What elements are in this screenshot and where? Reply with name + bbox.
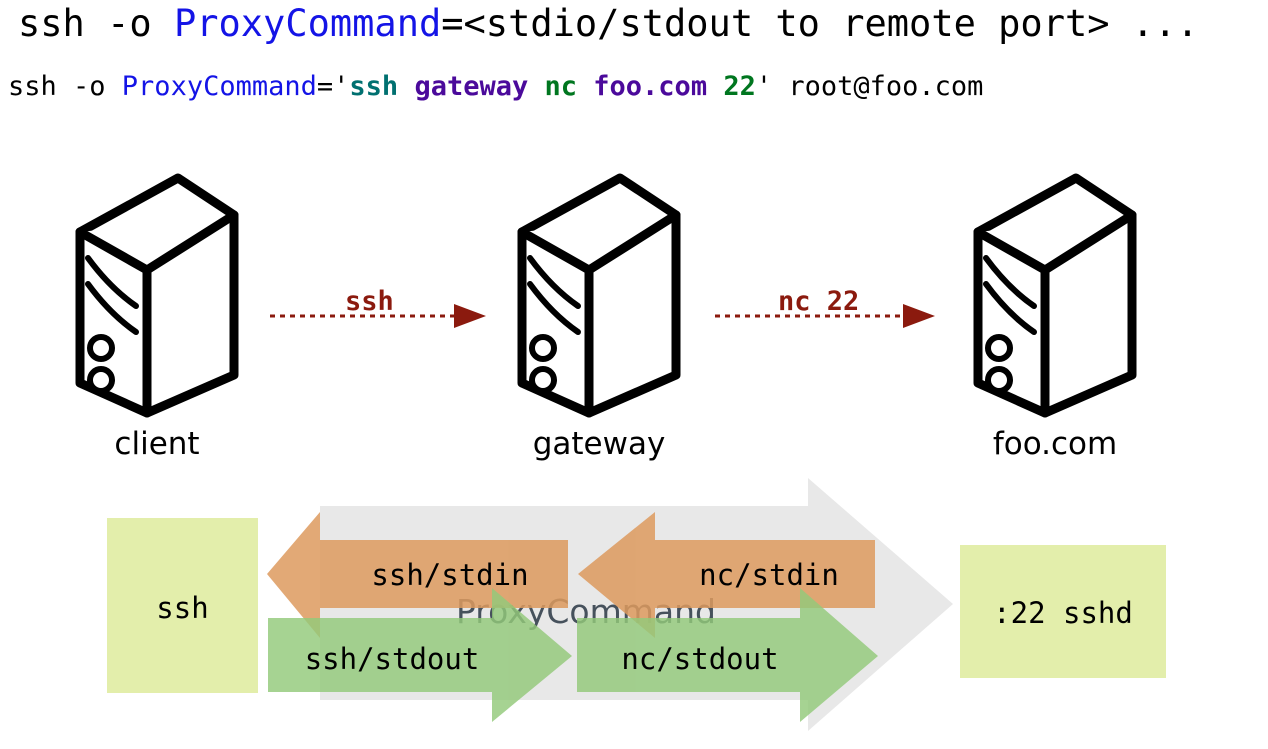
command-title-line: ssh -o ProxyCommand=<stdio/stdout to rem… — [18, 2, 1199, 46]
sub-seg-0: ssh -o — [8, 71, 122, 102]
node-gateway-label: gateway — [532, 426, 666, 462]
title-seg-0: ssh -o — [18, 2, 174, 45]
connection-client-to-gateway — [270, 300, 490, 336]
arrow-nc-stdin-label: nc/stdin — [699, 558, 839, 592]
node-foo-com: foo.com — [950, 170, 1160, 462]
sub-seg-3: ssh — [349, 71, 399, 102]
arrow-nc-stdout — [577, 588, 878, 722]
connection-gateway-to-foo — [715, 300, 940, 336]
title-seg-2: =<stdio/stdout to remote port> ... — [441, 2, 1199, 45]
sub-seg-12: ' root@foo.com — [755, 71, 984, 102]
sub-seg-7: nc — [544, 71, 578, 102]
proxycommand-pipeline-diagram: ProxyCommand ssh :22 sshd ssh/stdin nc/s… — [0, 460, 1268, 749]
arrow-nc-stdout-label: nc/stdout — [621, 642, 779, 676]
sub-seg-8 — [577, 71, 593, 102]
title-seg-1: ProxyCommand — [173, 2, 442, 45]
endpoint-box-ssh — [107, 518, 258, 693]
endpoint-box-sshd — [960, 545, 1166, 678]
sub-seg-5: gateway — [414, 71, 529, 102]
sub-seg-6 — [528, 71, 544, 102]
endpoint-box-ssh-label: ssh — [156, 591, 209, 625]
sub-seg-2: =' — [316, 71, 350, 102]
sub-seg-1: ProxyCommand — [121, 71, 317, 102]
endpoint-box-sshd-label: :22 sshd — [993, 596, 1133, 630]
server-tower-icon — [950, 170, 1160, 424]
arrow-ssh-stdout — [268, 588, 572, 722]
connection-gateway-to-foo-label: nc 22 — [778, 286, 860, 317]
connection-client-to-gateway-label: ssh — [345, 286, 394, 317]
sub-seg-9: foo.com — [593, 71, 708, 102]
sub-seg-11: 22 — [723, 71, 756, 102]
node-client-label: client — [114, 426, 200, 462]
server-tower-icon — [494, 170, 704, 424]
server-tower-icon — [52, 170, 262, 424]
sub-seg-10 — [707, 71, 723, 102]
arrow-ssh-stdin-label: ssh/stdin — [371, 558, 529, 592]
node-gateway: gateway — [494, 170, 704, 462]
sub-seg-4 — [398, 71, 414, 102]
node-client: client — [52, 170, 262, 462]
arrow-ssh-stdout-label: ssh/stdout — [304, 642, 480, 676]
command-example-line: ssh -o ProxyCommand='ssh gateway nc foo.… — [8, 70, 983, 104]
node-foo-com-label: foo.com — [992, 426, 1118, 462]
